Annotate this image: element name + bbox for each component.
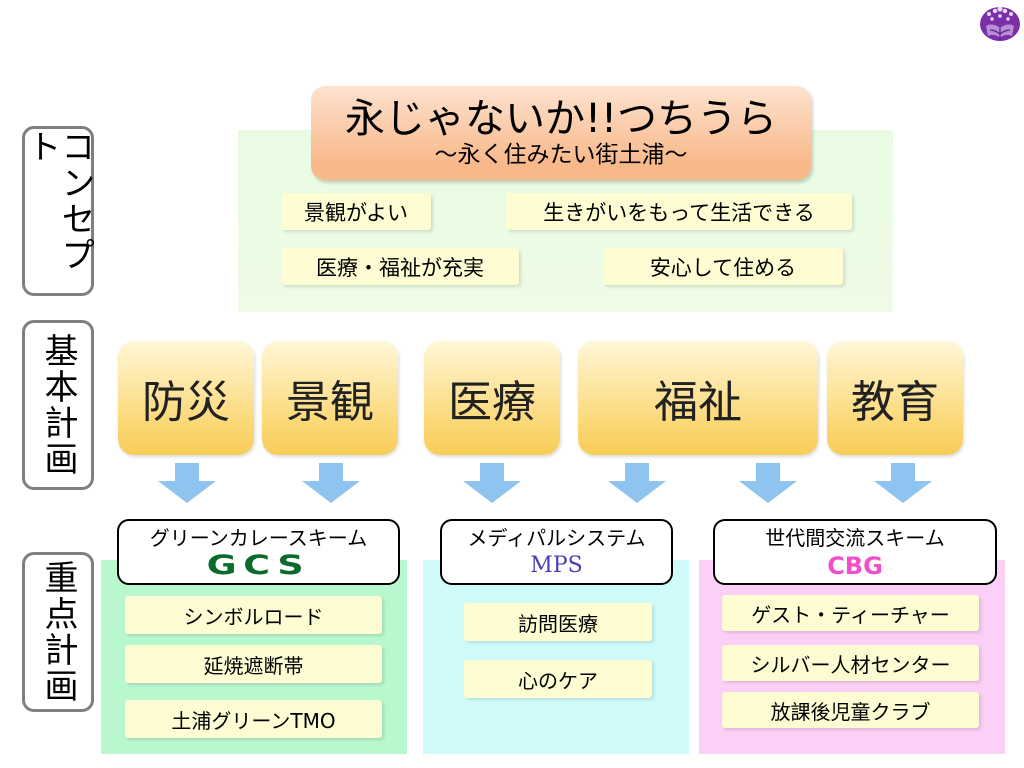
concept-item: 景観がよい [281, 193, 431, 230]
concept-item: 安心して住める [603, 248, 843, 285]
priority-area-abbr: GCS [206, 550, 311, 581]
priority-area-mps-panel [423, 560, 689, 754]
priority-area-mps-header: メディパルシステム MPS [440, 519, 673, 585]
priority-area-name: 世代間交流スキーム [765, 526, 945, 550]
basic-plan-landscape: 景観 [262, 341, 398, 455]
priority-item: 放課後児童クラブ [722, 692, 979, 728]
priority-item: 訪問医療 [464, 603, 652, 641]
priority-item: 心のケア [464, 660, 652, 698]
paulownia-crest-icon [980, 6, 1020, 41]
section-label-priority-plan: 重点計画 [22, 552, 94, 712]
priority-area-abbr: CBG [827, 552, 883, 580]
concept-item: 生きがいをもって生活できる [506, 193, 852, 230]
concept-title: 永じゃないか!!つちうら [344, 96, 778, 142]
priority-area-cbg-header: 世代間交流スキーム CBG [713, 519, 997, 585]
arrow-down-icon [158, 463, 216, 503]
priority-item: 延焼遮断帯 [125, 645, 382, 683]
priority-item: ゲスト・ティーチャー [722, 595, 979, 631]
priority-item: 土浦グリーンTMO [125, 700, 382, 738]
basic-plan-medical: 医療 [424, 341, 560, 455]
concept-title-box: 永じゃないか!!つちうら ～永く住みたい街土浦～ [311, 86, 811, 180]
arrow-down-icon [463, 463, 521, 503]
priority-item: シンボルロード [125, 596, 382, 634]
section-label-basic-plan: 基本計画 [22, 320, 94, 490]
concept-subtitle: ～永く住みたい街土浦～ [434, 142, 688, 168]
priority-area-abbr: MPS [530, 553, 583, 578]
arrow-down-icon [739, 463, 797, 503]
priority-area-name: グリーンカレースキーム [149, 526, 368, 550]
section-label-concept: コンセプト [21, 126, 95, 296]
concept-item: 医療・福祉が充実 [281, 248, 519, 285]
basic-plan-welfare: 福祉 [578, 341, 818, 455]
priority-item: シルバー人材センター [722, 645, 979, 681]
basic-plan-disaster-prevention: 防災 [118, 341, 254, 455]
priority-area-name: メディパルシステム [467, 526, 646, 550]
priority-area-gcs-header: グリーンカレースキーム GCS [117, 519, 400, 585]
arrow-down-icon [874, 463, 932, 503]
basic-plan-education: 教育 [827, 341, 963, 455]
arrow-down-icon [608, 463, 666, 503]
arrow-down-icon [302, 463, 360, 503]
